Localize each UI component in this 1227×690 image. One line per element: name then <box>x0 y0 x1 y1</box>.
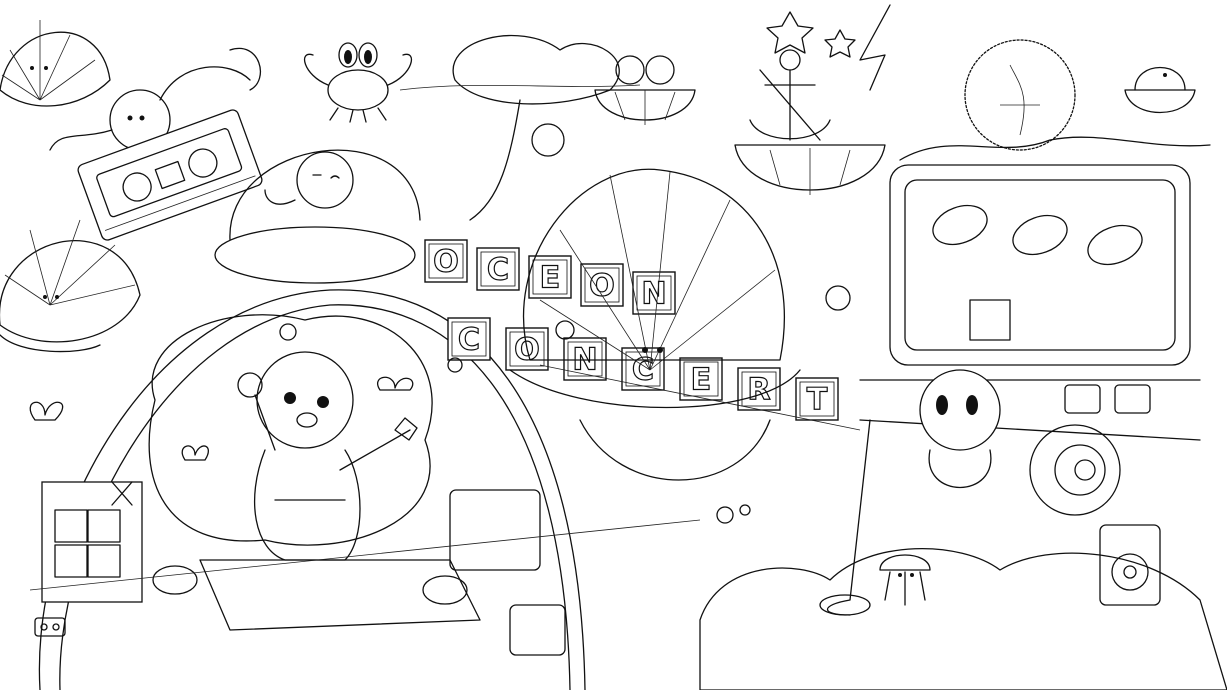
crossing-lines <box>29 84 861 591</box>
crab-icon <box>304 42 412 123</box>
title-letter: C <box>487 253 509 288</box>
seashell-spiral-icon <box>1029 424 1121 516</box>
shell-face <box>642 347 663 353</box>
title-letter: C <box>632 353 654 388</box>
title-letter-tile: O <box>505 327 549 371</box>
title-letter-tile: E <box>679 357 723 401</box>
title-letter: E <box>691 363 712 398</box>
scallop-shell-icon <box>0 20 111 107</box>
spotlight-icon <box>932 204 1143 266</box>
shell-bowl-anchor <box>734 144 886 195</box>
speaker-icon <box>1099 524 1161 606</box>
title-letter-tile: N <box>632 271 676 315</box>
snow-globe <box>964 39 1076 151</box>
drummer-character <box>919 369 1001 489</box>
cloud-bubble-top-center <box>452 34 620 221</box>
title-letter-tile: C <box>447 317 491 361</box>
bubbles <box>279 285 851 524</box>
title-letter-tile: E <box>528 255 572 299</box>
seal-in-bubble <box>214 149 421 284</box>
title-letter-tile: O <box>580 263 624 307</box>
socket-icon <box>34 617 66 637</box>
star-icon <box>766 4 891 91</box>
microphone-icon <box>237 372 276 451</box>
title-letter: T <box>807 383 828 418</box>
band-stage <box>699 419 1227 690</box>
butterfly-icon <box>29 376 414 461</box>
scallop-shell-center <box>509 168 801 481</box>
scallop-shell-large-left <box>0 219 141 353</box>
title-letter: O <box>589 269 615 304</box>
seal-singer <box>148 314 433 561</box>
cassette-icon <box>77 109 263 241</box>
title-letter: O <box>433 245 459 280</box>
title-letter: R <box>747 373 770 408</box>
anchor-icon <box>749 49 831 141</box>
guitar-icon <box>339 417 418 471</box>
shell-bowl-top-center <box>594 55 696 125</box>
title-letter-tile: T <box>795 377 839 421</box>
jellyfish-icon <box>879 554 931 606</box>
title-letter-tile: O <box>424 239 468 283</box>
bottom-left-props <box>152 489 566 656</box>
title-letter: E <box>540 261 561 296</box>
cupcake-top-right <box>1124 67 1196 113</box>
title-letter-tile: N <box>563 337 607 381</box>
octopus-character <box>49 47 261 151</box>
stage-machine <box>859 136 1211 441</box>
title-letter-tile: C <box>476 247 520 291</box>
title-letter: N <box>641 277 666 312</box>
collage-window <box>41 481 143 603</box>
title-letter: C <box>458 323 480 358</box>
